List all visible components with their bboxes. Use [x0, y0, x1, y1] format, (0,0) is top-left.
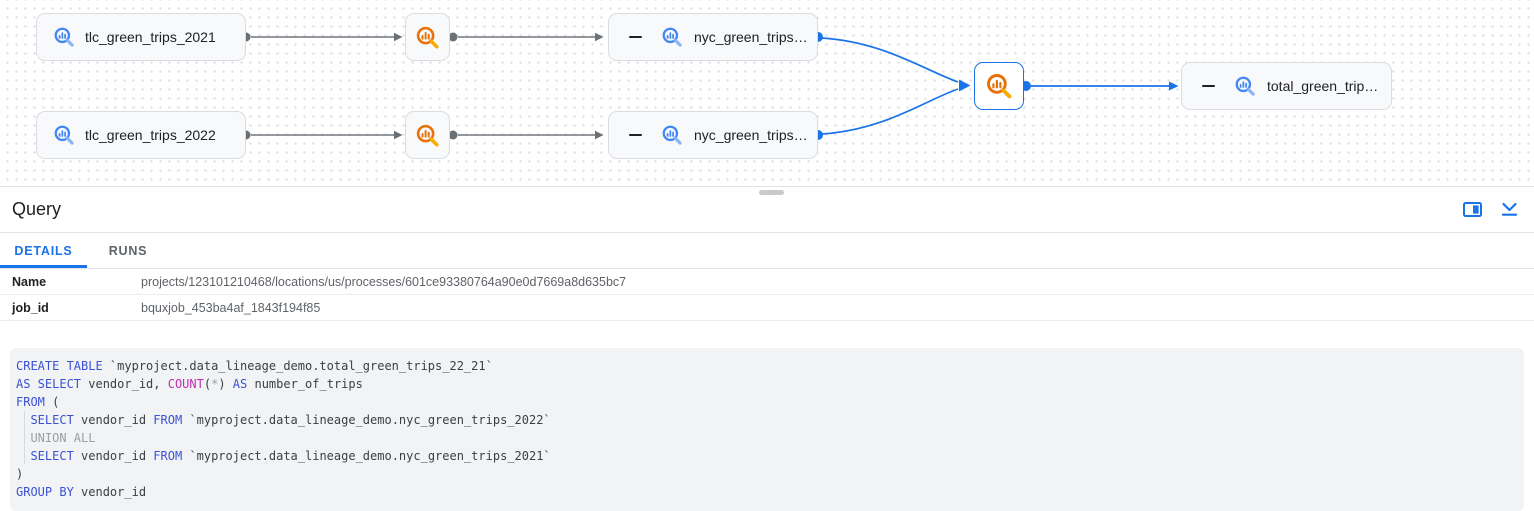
field-value: projects/123101210468/locations/us/proce… [141, 275, 626, 289]
collapse-columns-icon[interactable] [629, 36, 642, 38]
field-label: Name [0, 275, 141, 289]
lineage-node-query-selected[interactable] [974, 62, 1024, 110]
field-value: bquxjob_453ba4af_1843f194f85 [141, 301, 320, 315]
query-icon [985, 72, 1013, 100]
node-label: nyc_green_trips… [694, 29, 808, 45]
sql-code: CREATE TABLE `myproject.data_lineage_dem… [16, 357, 1518, 501]
lineage-node-nyc-green-trips-row1[interactable]: nyc_green_trips… [608, 13, 818, 61]
panel-resize-handle[interactable] [759, 190, 784, 195]
field-row-job-id: job_id bquxjob_453ba4af_1843f194f85 [0, 295, 1534, 321]
lineage-node-nyc-green-trips-row2[interactable]: nyc_green_trips… [608, 111, 818, 159]
sql-code-block: CREATE TABLE `myproject.data_lineage_dem… [10, 348, 1524, 511]
collapse-panel-button[interactable] [1501, 202, 1518, 217]
lineage-node-query-row2[interactable] [405, 111, 450, 159]
field-row-name: Name projects/123101210468/locations/us/… [0, 269, 1534, 295]
lineage-node-tlc-green-trips-2021[interactable]: tlc_green_trips_2021 [36, 13, 246, 61]
bigquery-table-icon [1234, 75, 1256, 97]
query-icon [415, 25, 440, 50]
bigquery-table-icon [53, 26, 75, 48]
bigquery-table-icon [661, 26, 683, 48]
node-label: tlc_green_trips_2021 [85, 29, 216, 45]
node-label: tlc_green_trips_2022 [85, 127, 216, 143]
lineage-node-tlc-green-trips-2022[interactable]: tlc_green_trips_2022 [36, 111, 246, 159]
lineage-node-query-row1[interactable] [405, 13, 450, 61]
tab-details[interactable]: DETAILS [0, 233, 87, 268]
bigquery-table-icon [53, 124, 75, 146]
lineage-node-total-green-trips[interactable]: total_green_trip… [1181, 62, 1392, 110]
panel-title: Query [12, 199, 61, 220]
open-side-panel-button[interactable] [1463, 202, 1482, 217]
collapse-columns-icon[interactable] [629, 134, 642, 136]
panel-tabs: DETAILS RUNS [0, 233, 1534, 269]
query-details-panel: Query DETAILS RUNS Name projects/1231012… [0, 187, 1534, 503]
bigquery-table-icon [661, 124, 683, 146]
query-icon [415, 123, 440, 148]
collapse-panel-icon [1501, 202, 1518, 217]
side-panel-icon [1463, 202, 1482, 217]
node-label: total_green_trip… [1267, 78, 1378, 94]
collapse-columns-icon[interactable] [1202, 85, 1215, 87]
lineage-graph-canvas[interactable]: tlc_green_trips_2021 tlc_green_trips_202… [0, 0, 1534, 187]
indent-guide [24, 411, 25, 464]
node-label: nyc_green_trips… [694, 127, 808, 143]
field-label: job_id [0, 301, 141, 315]
tab-runs[interactable]: RUNS [87, 233, 169, 268]
